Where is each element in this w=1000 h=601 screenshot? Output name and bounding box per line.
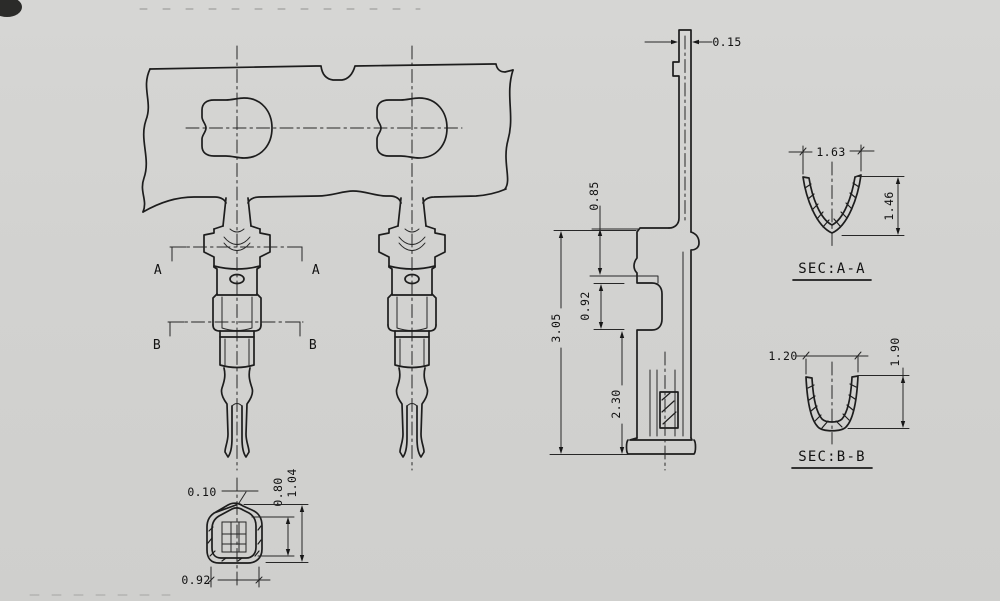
dim-detail-seam: 0.10: [187, 485, 259, 504]
scan-artifacts: [0, 0, 421, 596]
dim-overall: 3.05: [549, 230, 637, 455]
corner-smudge: [0, 0, 22, 17]
crimp-detail-inner: [211, 507, 257, 559]
front-view-carrier-strip-terminals: A A B B: [141, 45, 514, 471]
dim-text-aa-width: 1.63: [816, 145, 845, 159]
side-flange: [625, 437, 697, 455]
dim-text-detail-seam: 0.10: [187, 485, 216, 499]
dim-aa-width: 1.63: [788, 144, 875, 175]
dim-slot: 0.92: [578, 283, 625, 330]
carrier-strip-left-break: [141, 68, 151, 213]
carrier-strip-outline: [149, 63, 514, 81]
dim-text-bb-width: 1.20: [768, 349, 797, 363]
dim-text-strip-thickness: 0.15: [712, 35, 741, 49]
dim-text-slot: 0.92: [578, 291, 592, 320]
dim-aa-height: 1.46: [841, 176, 905, 236]
dim-text-aa-height: 1.46: [882, 191, 896, 220]
section-bb-shape: [805, 375, 859, 432]
dim-text-detail-width: 0.92: [181, 573, 210, 587]
section-aa-shape: [802, 174, 862, 234]
dim-text-top-section: 0.85: [587, 181, 601, 210]
crimp-detail-view: 0.10 0.80 1.04 0.92: [181, 468, 309, 589]
dim-bb-width: 1.20: [768, 349, 869, 375]
dim-lower-section: 2.30: [609, 331, 625, 454]
dim-text-detail-outer-height: 1.04: [285, 468, 299, 497]
section-letter-b-right: B: [309, 338, 317, 353]
carrier-strip-bottom-edge: [142, 188, 507, 213]
side-strip: [668, 29, 692, 233]
carrier-strip-right-break: [504, 69, 514, 190]
section-aa-label: SEC:A-A: [798, 261, 865, 277]
dim-detail-outer-height: 1.04: [243, 468, 309, 563]
section-bb-label: SEC:B-B: [798, 449, 865, 465]
dim-bb-height: 1.90: [847, 337, 910, 429]
section-bb-view: 1.20 1.90 SEC:B-B: [768, 337, 910, 469]
dim-text-detail-inner-height: 0.80: [271, 477, 285, 506]
side-body: [633, 227, 700, 439]
crimp-detail-outer: [206, 502, 263, 564]
dim-detail-inner-height: 0.80: [251, 477, 295, 557]
dim-text-overall: 3.05: [549, 313, 563, 342]
section-letter-b-left: B: [153, 338, 161, 353]
section-cut-a: A A: [154, 246, 320, 278]
dim-text-lower-section: 2.30: [609, 389, 623, 418]
dim-top-section: 0.85: [587, 181, 639, 277]
section-aa-view: 1.63 1.46 SEC:A-A: [788, 144, 905, 281]
dim-text-bb-height: 1.90: [888, 337, 902, 366]
section-cut-b: B B: [153, 321, 317, 353]
dim-strip-thickness: 0.15: [644, 35, 741, 49]
section-letter-a-right: A: [312, 263, 320, 278]
side-view-terminal: 0.15 0.85 0.92 2.30 3.05: [549, 29, 741, 471]
section-letter-a-left: A: [154, 263, 162, 278]
dim-detail-width: 0.92: [181, 566, 271, 588]
